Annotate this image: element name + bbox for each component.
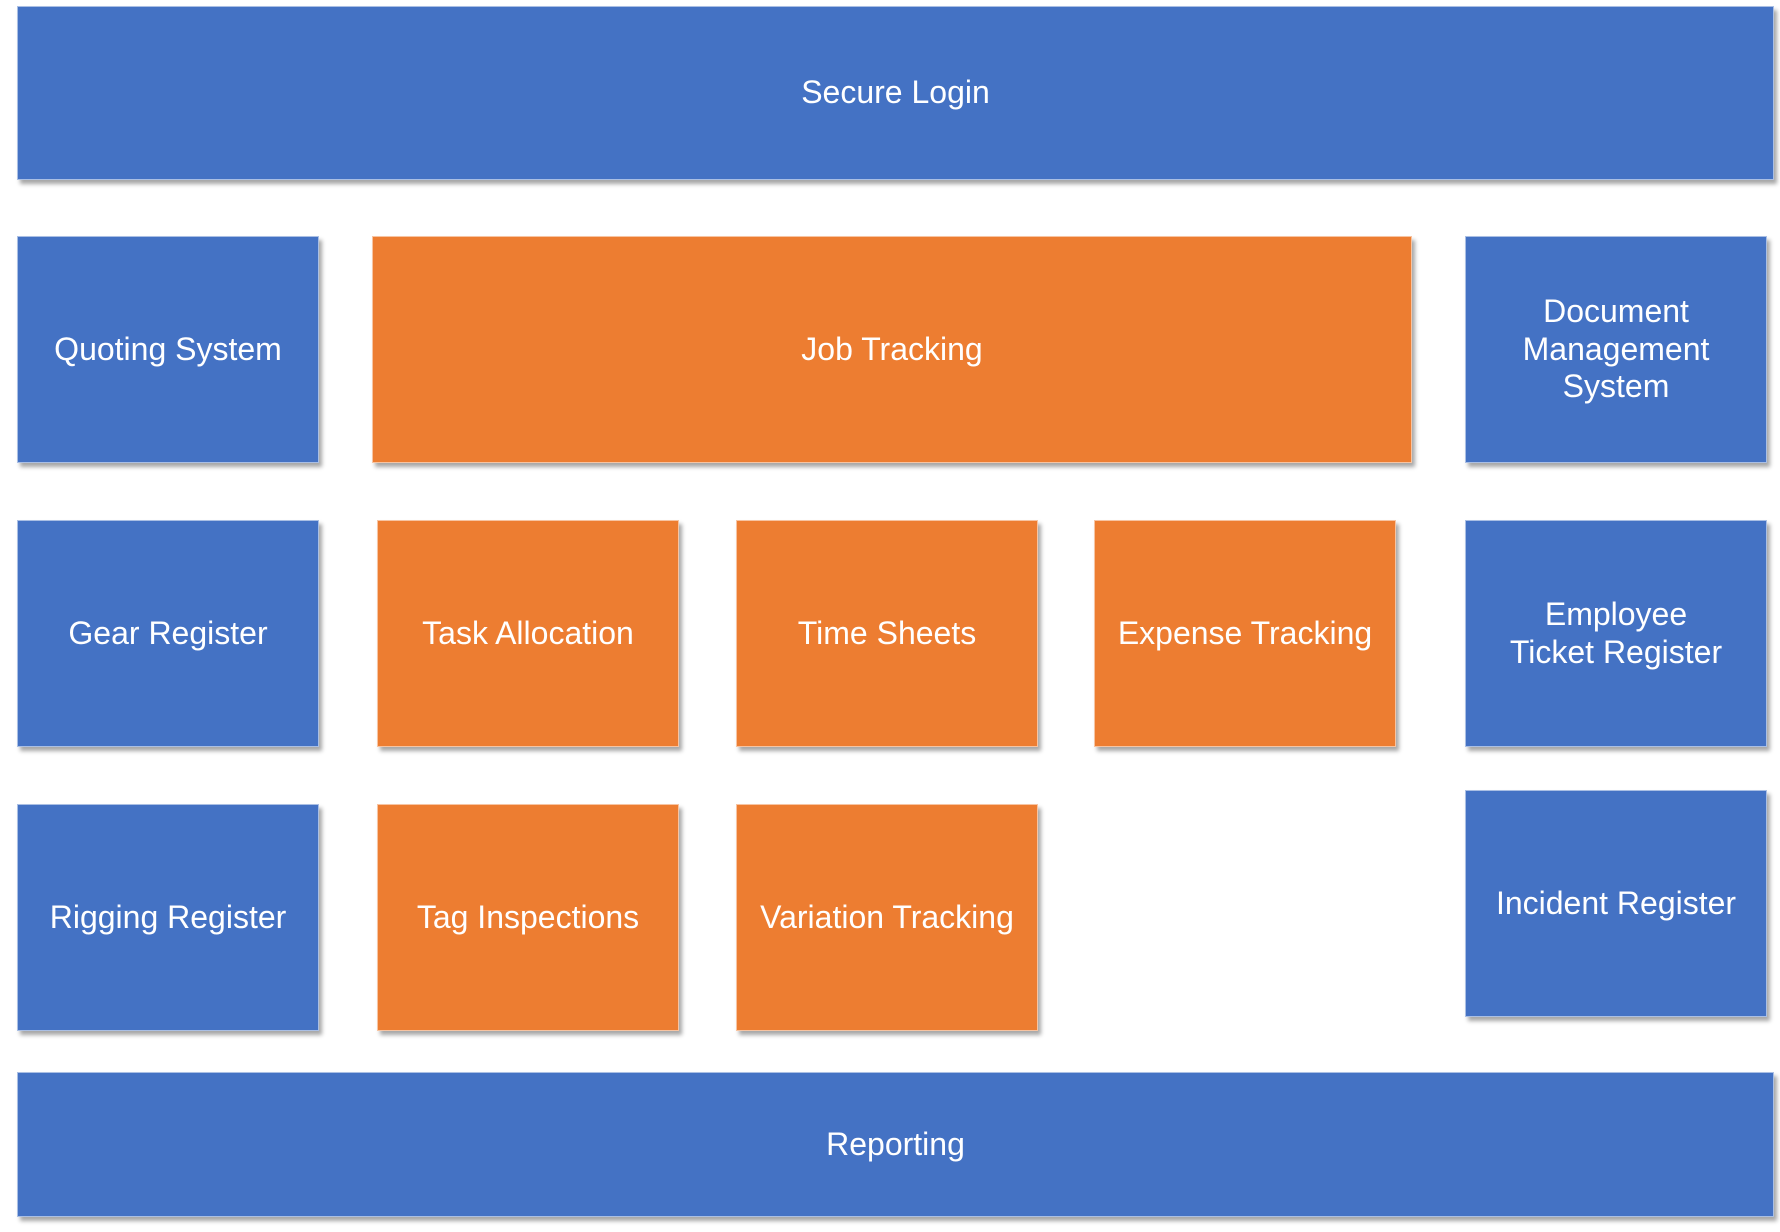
reporting-label: Reporting (826, 1125, 965, 1162)
secure-login-label: Secure Login (801, 74, 990, 111)
expense-tracking-label: Expense Tracking (1117, 614, 1373, 651)
gear-register-label: Gear Register (68, 614, 268, 651)
document-management-system-box: Document Management System (1465, 236, 1767, 463)
reporting-box: Reporting (17, 1072, 1774, 1217)
quoting-system-label: Quoting System (54, 330, 282, 367)
employee-ticket-register-label: Employee Ticket Register (1509, 595, 1723, 670)
task-allocation-label: Task Allocation (422, 614, 634, 651)
variation-tracking-box: Variation Tracking (736, 804, 1038, 1031)
quoting-system-box: Quoting System (17, 236, 319, 463)
gear-register-box: Gear Register (17, 520, 319, 747)
time-sheets-label: Time Sheets (797, 614, 977, 651)
incident-register-label: Incident Register (1495, 884, 1737, 921)
secure-login-box: Secure Login (17, 6, 1774, 180)
tag-inspections-label: Tag Inspections (416, 898, 640, 935)
job-tracking-label: Job Tracking (801, 330, 983, 367)
task-allocation-box: Task Allocation (377, 520, 679, 747)
time-sheets-box: Time Sheets (736, 520, 1038, 747)
expense-tracking-box: Expense Tracking (1094, 520, 1396, 747)
document-management-system-label: Document Management System (1522, 292, 1710, 405)
employee-ticket-register-box: Employee Ticket Register (1465, 520, 1767, 747)
rigging-register-box: Rigging Register (17, 804, 319, 1031)
rigging-register-label: Rigging Register (49, 898, 287, 935)
tag-inspections-box: Tag Inspections (377, 804, 679, 1031)
incident-register-box: Incident Register (1465, 790, 1767, 1017)
variation-tracking-label: Variation Tracking (760, 898, 1014, 935)
job-tracking-box: Job Tracking (372, 236, 1412, 463)
